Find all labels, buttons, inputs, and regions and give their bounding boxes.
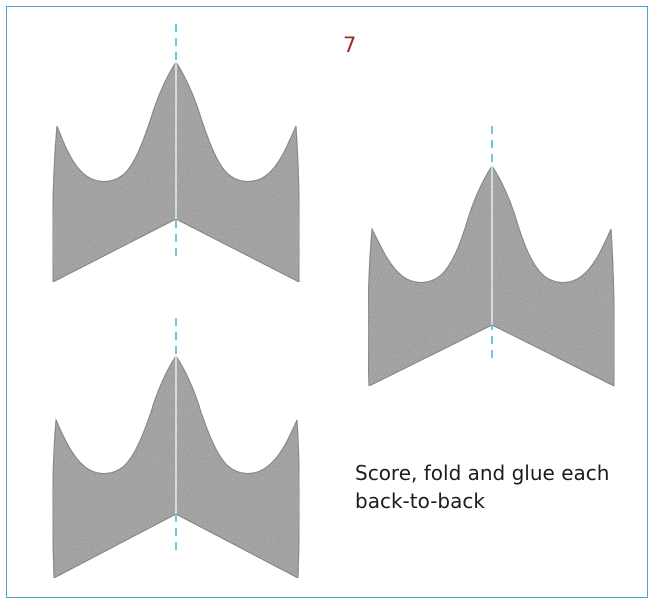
piece-right — [367, 126, 615, 387]
page-number: 7 — [343, 33, 357, 57]
instruction-text: Score, fold and glue each back-to-back — [355, 461, 610, 513]
piece-top-left — [52, 24, 300, 283]
page-frame: 7 Score, fold and glue each back-to-back — [6, 6, 648, 598]
piece-bottom-left — [52, 318, 300, 579]
piece-right-shape — [367, 165, 615, 387]
